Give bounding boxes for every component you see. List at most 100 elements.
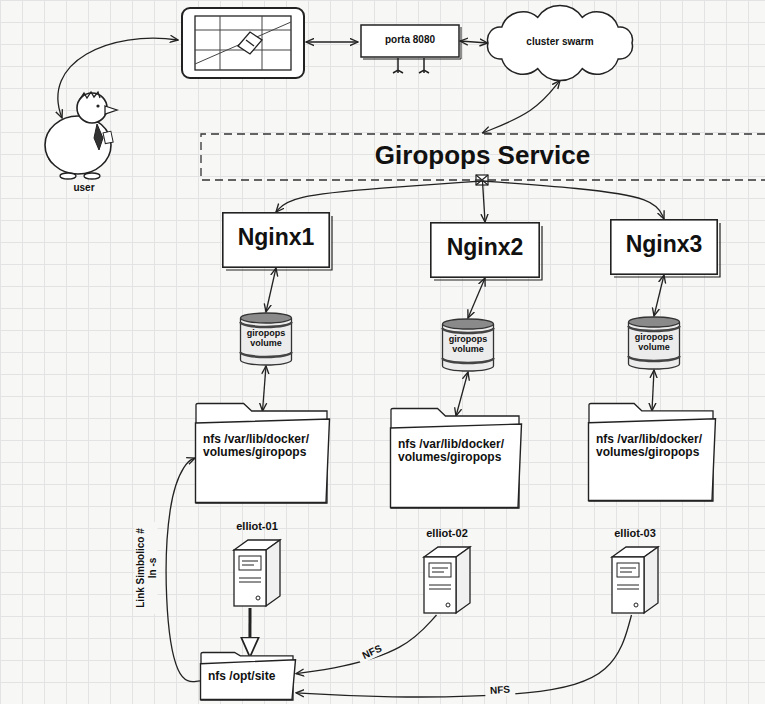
nginx-box: Nginx3 (610, 219, 718, 275)
user-figure (103, 131, 113, 143)
edge-label: NFS (356, 640, 388, 663)
connector (266, 268, 276, 312)
nfs-folder: nfs /var/lib/docker/ volumes/giropops (390, 408, 522, 508)
node-label: cluster swarm (496, 36, 624, 47)
server-shape (600, 527, 670, 615)
folder-front (589, 419, 716, 501)
connector (483, 80, 561, 133)
user-figure (84, 173, 100, 179)
server-panel (617, 568, 639, 589)
user-arrow (58, 38, 178, 118)
sign-board (361, 25, 459, 57)
server-led (256, 596, 260, 600)
node-label: Nginx2 (436, 235, 534, 260)
server-front (424, 557, 456, 613)
node-label: giropops volume (445, 335, 491, 355)
server-led (634, 603, 638, 607)
sign-board (363, 27, 461, 59)
node-label: Nginx1 (228, 225, 324, 250)
server-front (234, 550, 266, 606)
box-outline (431, 223, 539, 277)
nfs-folder: nfs /opt/site (200, 652, 296, 700)
server-node: elliot-01 (222, 520, 292, 608)
volume-top (241, 313, 292, 323)
node-label: nfs /var/lib/docker/ volumes/giropops (203, 433, 322, 459)
node-label: giropops volume (243, 329, 289, 349)
box-outline (223, 213, 329, 267)
figure-label: user (67, 182, 101, 194)
server-led (446, 603, 450, 607)
volume-band (629, 356, 680, 361)
folder-front (196, 419, 330, 503)
tablet-arrow (306, 41, 358, 42)
tablet-map (238, 32, 262, 54)
connector (468, 278, 485, 318)
port-sign: porta 8080 (360, 24, 460, 58)
server-panel (429, 563, 451, 577)
node-label: giropops volume (631, 333, 677, 353)
nginx-box: Nginx2 (430, 222, 540, 278)
sign-posts (393, 58, 429, 73)
node-label: elliot-02 (414, 527, 480, 539)
server-shape (412, 527, 482, 615)
box-outline (611, 220, 717, 274)
server-node: elliot-02 (412, 527, 482, 615)
tablet-map (182, 8, 304, 78)
connector (296, 615, 632, 697)
node-label: porta 8080 (364, 34, 456, 45)
server-panel (617, 563, 639, 577)
server-front (612, 557, 644, 613)
cluster-cloud: cluster swarm (476, 4, 644, 82)
volume-cylinder: giropops volume (240, 312, 292, 366)
node-label: nfs /opt/site (208, 670, 290, 683)
user-figure (60, 173, 76, 179)
edge-label: Link Simbolico # ln -s (135, 522, 158, 614)
connector (456, 372, 468, 416)
user-arrow (58, 38, 178, 118)
cloud-outline (488, 5, 633, 80)
user-figure (77, 93, 107, 123)
tablet-map (195, 16, 291, 70)
connector (296, 615, 437, 674)
node-label: elliot-03 (602, 527, 668, 539)
nfs-folder: nfs /var/lib/docker/ volumes/giropops (588, 403, 716, 501)
node-label: Giropops Service (210, 141, 755, 170)
block-arrow (248, 608, 251, 655)
connector (483, 181, 486, 222)
connector (483, 181, 665, 219)
server-shape (222, 520, 292, 608)
volume-band (241, 322, 292, 327)
node-label: elliot-01 (224, 520, 290, 532)
user-figure (96, 104, 99, 107)
nginx-box: Nginx1 (222, 212, 330, 268)
edge-label: NFS (485, 683, 516, 697)
node-label: nfs /var/lib/docker/ volumes/giropops (596, 433, 708, 459)
connector (654, 275, 664, 316)
service-band: Giropops Service (200, 133, 765, 181)
volume-body (443, 324, 494, 371)
volume-body (241, 318, 292, 365)
server-side (644, 547, 658, 613)
server-panel (429, 568, 451, 589)
nfs-folder: nfs /var/lib/docker/ volumes/giropops (195, 403, 330, 503)
node-label: Nginx3 (616, 232, 712, 257)
tablet-map (195, 16, 291, 70)
connector (652, 370, 654, 411)
user-figure (105, 106, 117, 114)
server-panel (239, 561, 261, 582)
volume-cylinder: giropops volume (628, 316, 680, 370)
server-side (456, 547, 470, 613)
dashed-band (201, 134, 765, 180)
server-side (266, 540, 280, 606)
connector (276, 181, 483, 212)
volume-band (629, 326, 680, 331)
user-figure (94, 124, 103, 150)
volume-cylinder: giropops volume (442, 318, 494, 372)
tablet-map (182, 8, 304, 78)
volume-band (443, 328, 494, 333)
connector (263, 366, 267, 411)
server-panel (239, 556, 261, 570)
server-node: elliot-03 (600, 527, 670, 615)
user-figure (45, 92, 117, 179)
